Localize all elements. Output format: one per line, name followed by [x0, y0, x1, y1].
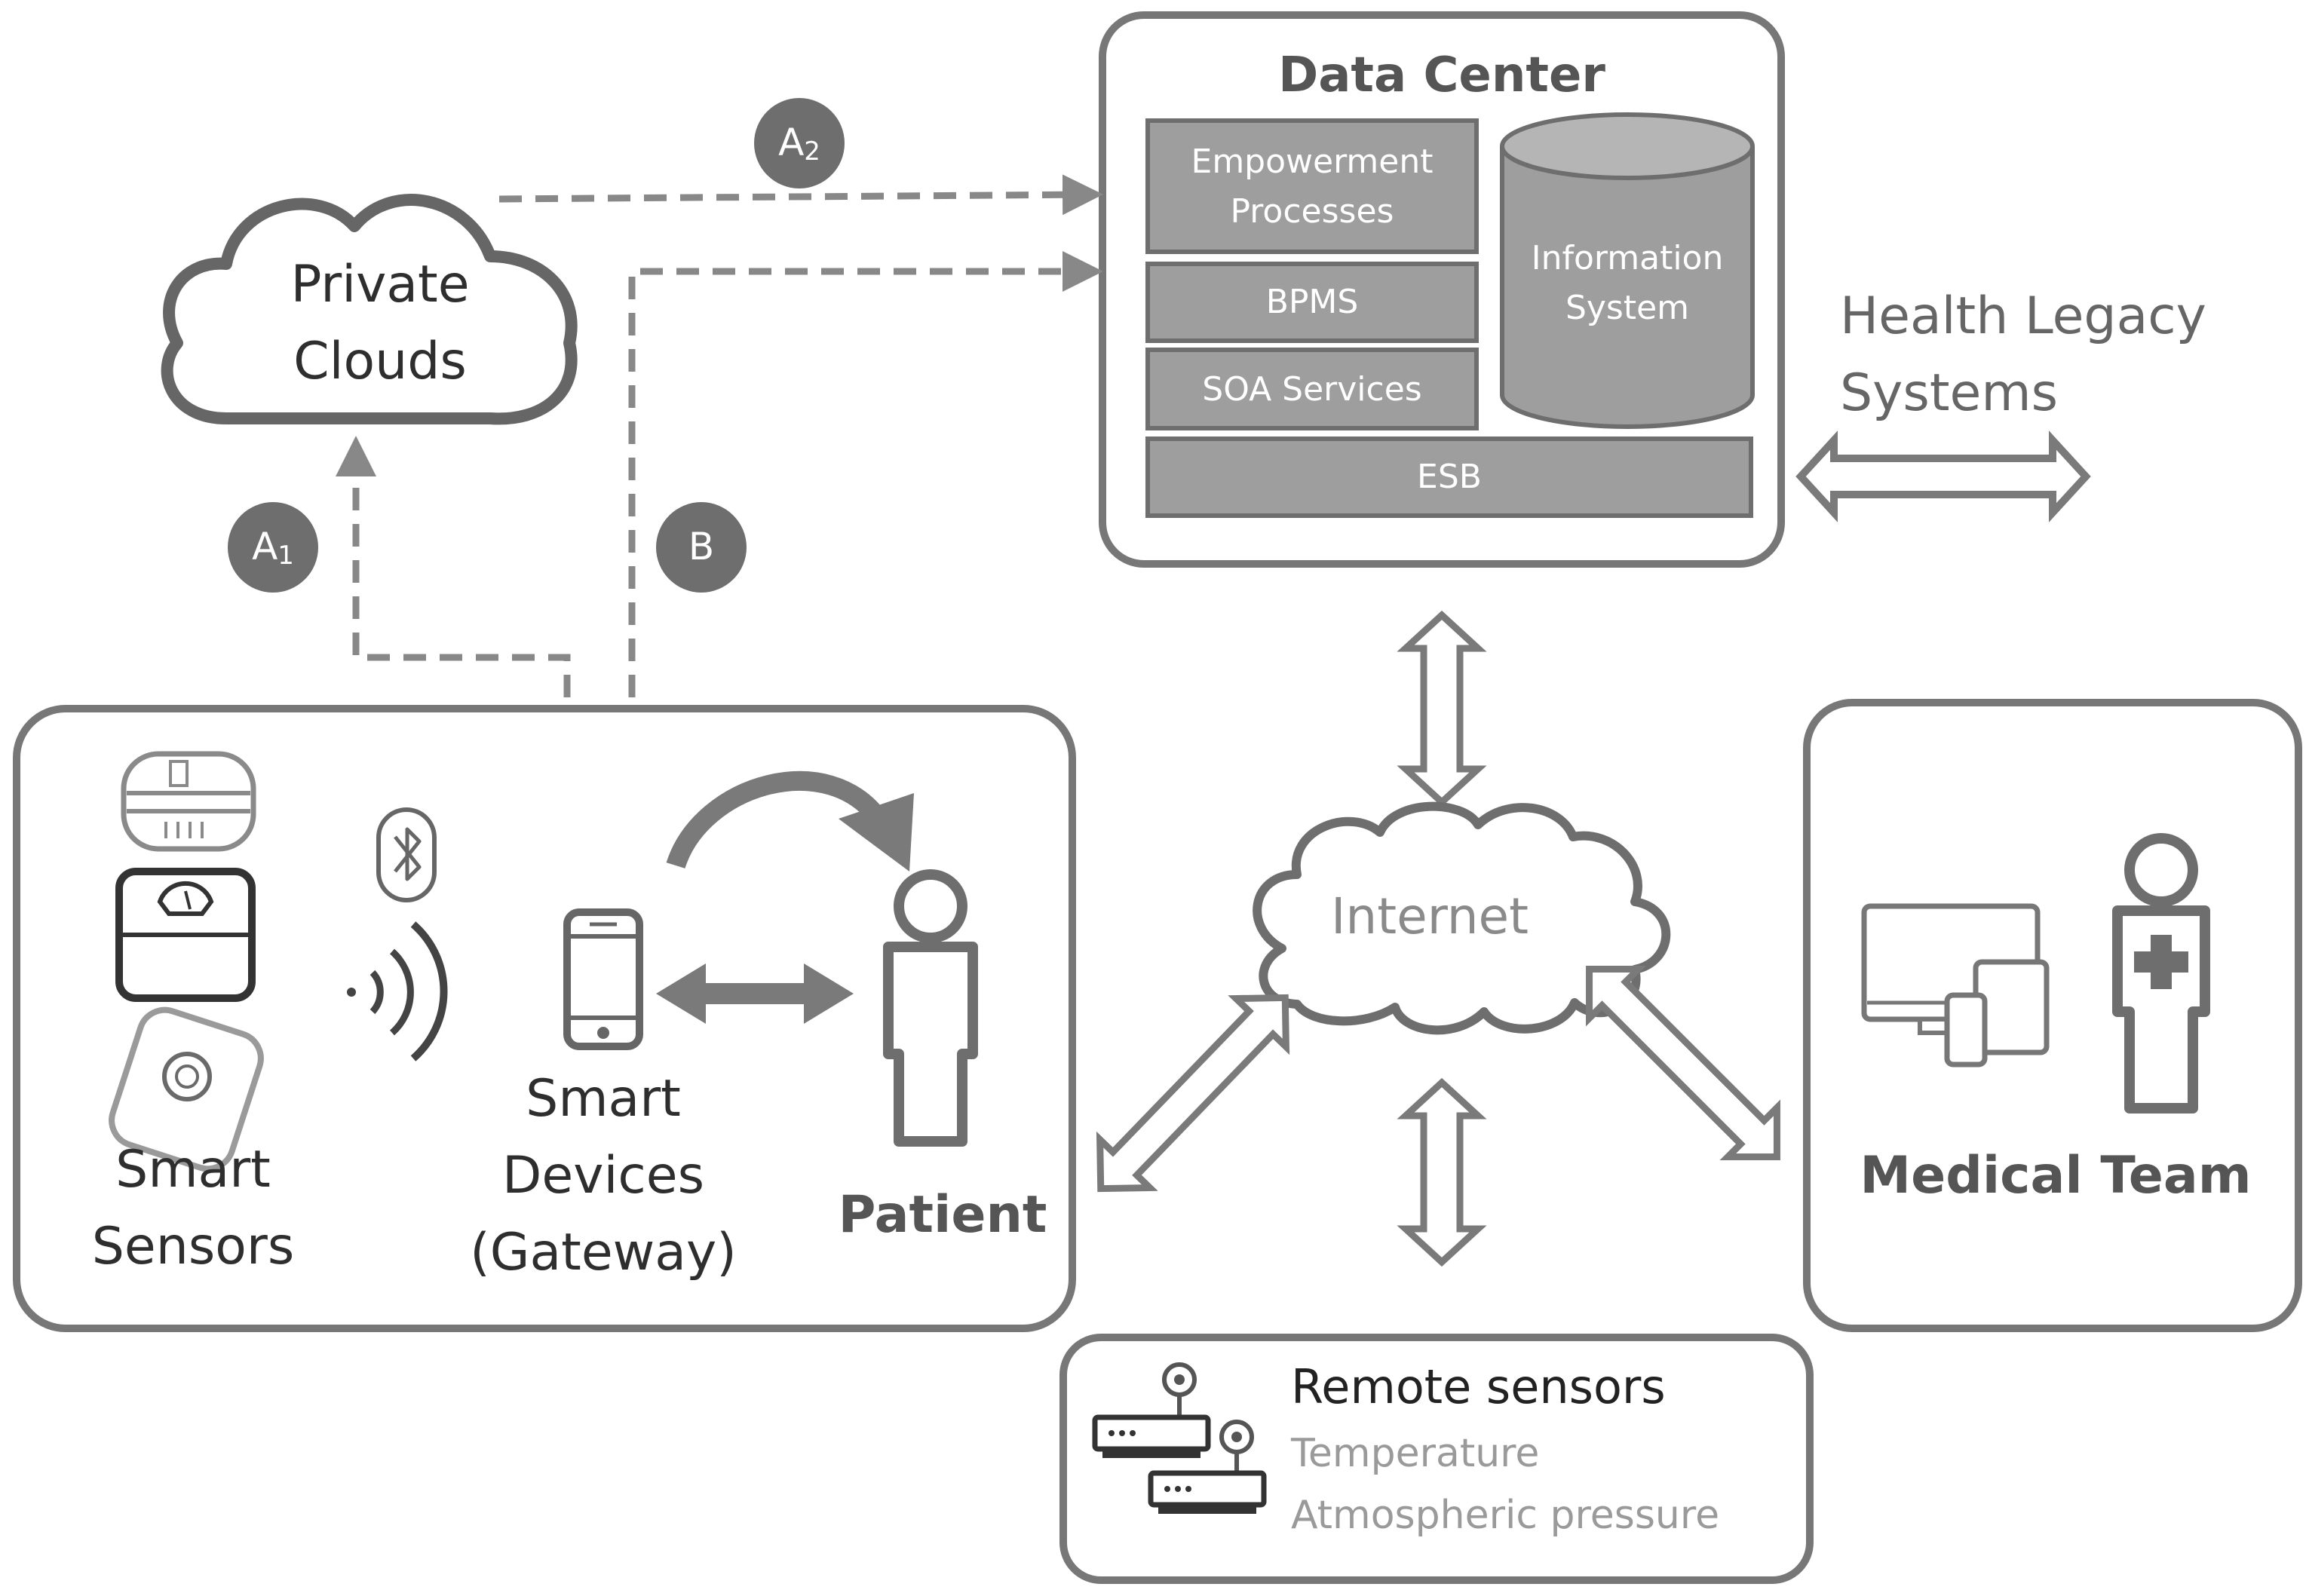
internet-remote-arrow: [1397, 1077, 1487, 1267]
a2-label: A2: [778, 121, 820, 167]
phone-patient-arrow: [656, 963, 854, 1024]
esb-box: [1145, 437, 1753, 518]
esb-label: ESB: [1417, 458, 1482, 496]
smartphone-icon: [563, 908, 643, 1050]
health-legacy-label-line2: Systems: [1840, 363, 2058, 423]
private-clouds-cloud: [161, 194, 578, 425]
blood-pressure-monitor-icon: [109, 1006, 264, 1172]
soa-services-box: [1145, 348, 1479, 430]
bluetooth-icon: [376, 807, 437, 902]
remote-sensor-item-temperature: Temperature: [1291, 1431, 1540, 1476]
empowerment-label-line1: Empowerment: [1191, 142, 1434, 181]
b-circle: [656, 502, 747, 593]
patient-person-icon: [883, 869, 978, 1147]
information-system-cylinder: [1500, 112, 1755, 429]
curved-arrow: [666, 770, 889, 869]
path-a2-line: [498, 174, 1103, 216]
empowerment-label-line2: Processes: [1230, 192, 1394, 231]
remote-sensor-router-icon-1: [1092, 1362, 1211, 1458]
smart-devices-label-line1: Smart: [526, 1069, 681, 1129]
a1-label: A1: [252, 525, 294, 571]
empowerment-processes-box: [1145, 118, 1479, 254]
internet-label: Internet: [1330, 887, 1529, 945]
medical-team-label: Medical Team: [1860, 1146, 2252, 1205]
internet-patient-arrow: [1096, 994, 1290, 1193]
path-b-line: [628, 251, 1103, 878]
health-legacy-label-line1: Health Legacy: [1840, 286, 2206, 346]
soa-services-label: SOA Services: [1202, 370, 1422, 409]
scale-icon: [115, 868, 256, 1002]
devices-icon: [1861, 903, 2050, 1068]
curved-arrowhead: [839, 793, 914, 872]
a1-circle: [228, 502, 318, 593]
remote-sensors-title: Remote sensors: [1291, 1359, 1666, 1414]
remote-sensor-router-icon-2: [1148, 1420, 1267, 1514]
internet-medical-arrow: [1586, 966, 1780, 1160]
smart-devices-label-line3: (Gateway): [470, 1223, 737, 1282]
smart-sensors-label-line2: Sensors: [91, 1217, 295, 1276]
sensor-band-icon: [121, 751, 256, 852]
internet-cloud: [1253, 801, 1671, 1035]
legacy-double-arrow: [1795, 430, 2091, 522]
information-system-label-line1: Information: [1531, 239, 1724, 277]
private-clouds-label-line2: Clouds: [293, 332, 467, 391]
patient-area-panel: [13, 705, 1076, 1332]
wireless-signal-icon: [347, 921, 448, 1061]
data-center-title: Data Center: [1278, 47, 1605, 103]
doctor-person-icon: [2112, 833, 2210, 1114]
datacenter-internet-arrow: [1397, 610, 1487, 807]
smart-sensors-label-line1: Smart: [115, 1140, 271, 1199]
private-clouds-label-line1: Private: [290, 255, 470, 314]
remote-sensor-item-pressure: Atmospheric pressure: [1291, 1493, 1720, 1538]
smart-devices-label-line2: Devices: [502, 1146, 704, 1205]
b-label: B: [688, 525, 715, 568]
information-system-label-line2: System: [1565, 289, 1690, 327]
remote-sensors-panel: [1059, 1334, 1814, 1584]
patient-label: Patient: [838, 1185, 1047, 1245]
a2-circle: [754, 98, 845, 188]
bpms-box: [1145, 262, 1479, 343]
bpms-label: BPMS: [1265, 283, 1359, 321]
